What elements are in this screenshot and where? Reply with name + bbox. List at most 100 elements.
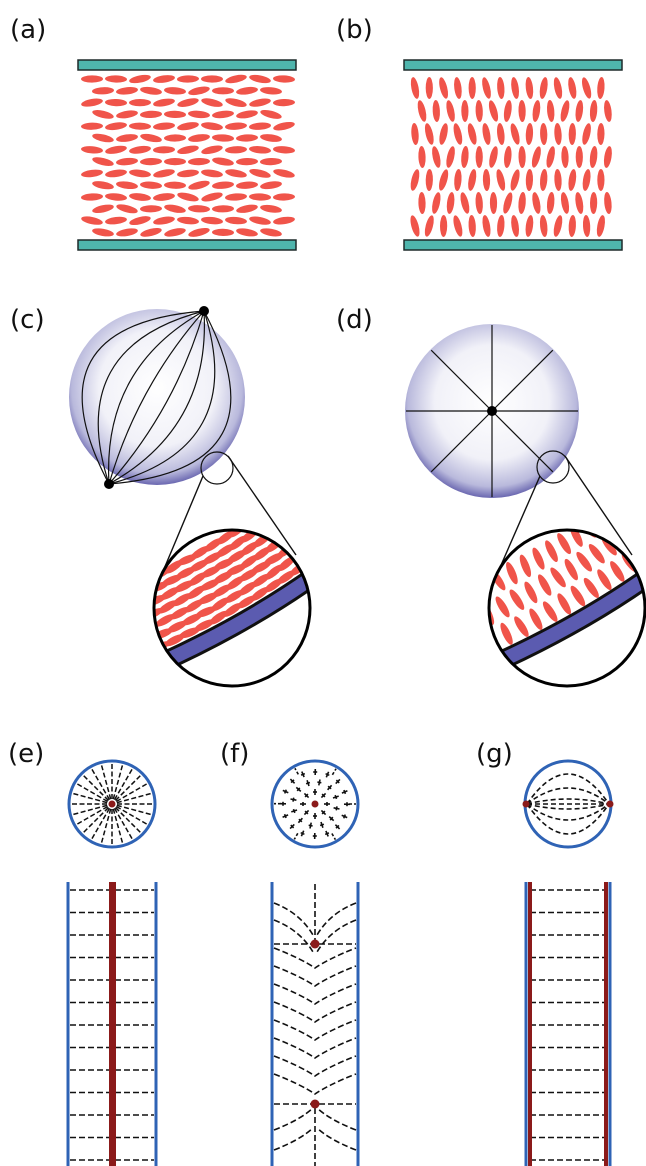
lc-molecule xyxy=(212,205,234,213)
lc-molecule xyxy=(575,100,584,122)
lc-molecule xyxy=(506,561,518,585)
field-line xyxy=(100,808,112,843)
meridian-line xyxy=(107,310,205,485)
lc-molecule xyxy=(568,77,577,99)
lc-molecule xyxy=(201,75,223,83)
lc-molecule xyxy=(532,547,545,570)
panel-b-homeotropic-cell xyxy=(403,59,623,251)
lc-molecule xyxy=(453,123,463,145)
lc-molecule xyxy=(212,228,234,237)
lc-molecule xyxy=(154,607,164,620)
field-mark xyxy=(305,781,311,785)
zoom-region-c xyxy=(200,451,234,485)
lc-molecule xyxy=(81,216,103,225)
lc-molecule xyxy=(249,122,271,130)
lc-molecule xyxy=(418,146,426,168)
lc-molecule xyxy=(410,215,420,237)
line-defect-right-g xyxy=(604,882,608,1166)
meridian-line xyxy=(108,310,232,485)
meridian-line xyxy=(81,310,205,485)
field-line xyxy=(273,1055,357,1077)
lc-molecule xyxy=(236,228,258,237)
radial-line xyxy=(491,349,554,412)
lc-molecule xyxy=(81,169,103,178)
field-mark xyxy=(304,810,309,815)
lc-molecule xyxy=(503,100,512,122)
lc-molecule xyxy=(92,204,114,214)
lc-molecule xyxy=(564,558,578,581)
lc-molecule xyxy=(518,146,526,168)
field-line xyxy=(316,902,357,936)
lc-molecule xyxy=(153,193,175,201)
panel-label-b: (b) xyxy=(336,15,373,45)
lc-molecule xyxy=(177,98,199,107)
lc-molecule xyxy=(439,123,448,145)
lc-molecule xyxy=(201,216,223,225)
lc-molecule xyxy=(124,625,147,643)
field-line xyxy=(526,803,610,835)
lc-molecule xyxy=(153,75,175,83)
field-line xyxy=(273,1107,314,1131)
lc-molecule xyxy=(497,123,505,145)
lc-molecule xyxy=(129,145,151,154)
lc-molecule xyxy=(410,77,420,99)
field-line xyxy=(83,775,110,802)
lc-molecule xyxy=(482,123,491,145)
lc-molecule xyxy=(116,87,138,95)
lc-molecule xyxy=(250,505,272,524)
lc-molecule xyxy=(309,542,310,550)
field-line xyxy=(526,803,610,810)
field-line xyxy=(526,803,610,821)
lc-molecule xyxy=(418,192,426,214)
lc-molecule xyxy=(542,601,558,622)
lc-molecule xyxy=(568,169,577,191)
field-mark xyxy=(300,831,305,836)
lc-molecule xyxy=(129,600,152,615)
lc-molecule xyxy=(557,533,572,555)
lc-molecule xyxy=(260,181,282,190)
lc-molecule xyxy=(188,157,210,166)
field-line xyxy=(73,804,108,816)
field-mark xyxy=(331,768,337,776)
lc-molecule xyxy=(482,169,491,191)
lc-molecule xyxy=(201,98,223,107)
lc-molecule xyxy=(500,622,513,645)
lc-molecule xyxy=(129,74,151,84)
lc-molecule xyxy=(454,77,462,99)
lc-molecule xyxy=(249,216,271,225)
lc-molecule xyxy=(225,122,247,130)
lc-molecule xyxy=(557,593,572,615)
lc-molecule xyxy=(225,74,247,84)
lc-molecule xyxy=(140,228,162,237)
field-mark xyxy=(335,779,340,784)
lc-molecule xyxy=(225,193,247,201)
lc-molecule xyxy=(81,193,103,201)
field-mark xyxy=(283,813,287,819)
lc-molecule xyxy=(273,121,295,131)
lc-molecule xyxy=(532,192,541,214)
lc-molecule xyxy=(590,508,611,532)
lc-molecule xyxy=(132,586,155,603)
lc-molecule xyxy=(106,587,129,601)
lc-molecule xyxy=(140,157,162,166)
lc-molecule xyxy=(92,181,114,190)
lc-molecule xyxy=(201,145,223,155)
surface-defect-right-g xyxy=(606,800,614,808)
lc-molecule xyxy=(273,216,295,225)
panel-label-f: (f) xyxy=(220,739,249,769)
lc-molecule xyxy=(164,110,186,119)
line-defect-point-e xyxy=(108,800,116,808)
lc-molecule xyxy=(519,554,532,578)
meridian-line xyxy=(108,310,206,485)
lc-molecule xyxy=(260,157,282,166)
lc-molecule xyxy=(225,169,247,178)
lc-molecule xyxy=(495,596,510,618)
lc-molecule xyxy=(236,134,258,142)
lc-molecule xyxy=(81,75,103,83)
lc-molecule xyxy=(140,110,162,119)
lc-molecule xyxy=(129,193,151,201)
lc-molecule xyxy=(509,589,525,610)
lc-molecule xyxy=(582,123,591,145)
lc-molecule xyxy=(454,169,462,191)
lc-molecule xyxy=(597,77,605,99)
